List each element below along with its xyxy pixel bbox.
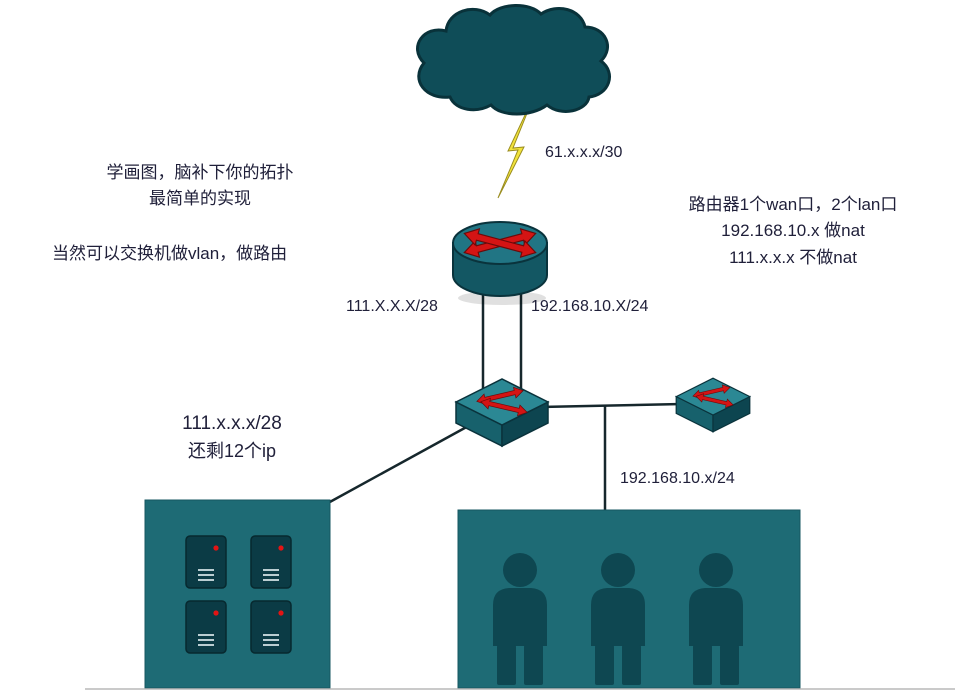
- switch-main-icon: [456, 379, 548, 446]
- switch-switch-link: [539, 402, 683, 409]
- servers-box: [144, 499, 331, 689]
- label-wan-subnet: 61.x.x.x/30: [545, 144, 623, 161]
- note-servers: 111.x.x.x/28 还剩12个ip: [150, 410, 314, 464]
- label-users-subnet: 192.168.10.x/24: [620, 470, 735, 487]
- note-left-line3: 当然可以交换机做vlan，做路由: [52, 244, 288, 263]
- label-lan1-subnet: 111.X.X.X/28: [346, 298, 438, 315]
- note-right-line3: 111.x.x.x 不做nat: [729, 247, 857, 267]
- switch-secondary-icon: [676, 378, 750, 432]
- server-icon-4: [250, 600, 292, 654]
- server-icon-3: [185, 600, 227, 654]
- note-right-line2: 192.168.10.x 做nat: [721, 221, 865, 241]
- switch-servers-link: [327, 422, 473, 505]
- label-servers-remaining: 还剩12个ip: [187, 440, 277, 461]
- label-lan2-subnet: 192.168.10.X/24: [531, 298, 649, 315]
- router-icon: [452, 221, 548, 305]
- server-icon-1: [185, 535, 227, 589]
- server-icon-2: [250, 535, 292, 589]
- note-left: 学画图，脑补下你的拓扑 最简单的实现: [78, 160, 322, 213]
- note-left-line1: 学画图，脑补下你的拓扑: [106, 163, 294, 182]
- note-right-line1: 路由器1个wan口，2个lan口: [688, 195, 898, 214]
- note-left-line2: 最简单的实现: [149, 189, 251, 209]
- note-right: 路由器1个wan口，2个lan口 192.168.10.x 做nat 111.x…: [668, 192, 918, 271]
- label-servers-subnet: 111.x.x.x/28: [182, 413, 282, 434]
- connection-lines: [327, 294, 683, 514]
- lightning-bolt-icon: [497, 95, 535, 199]
- cloud-icon: [416, 4, 611, 116]
